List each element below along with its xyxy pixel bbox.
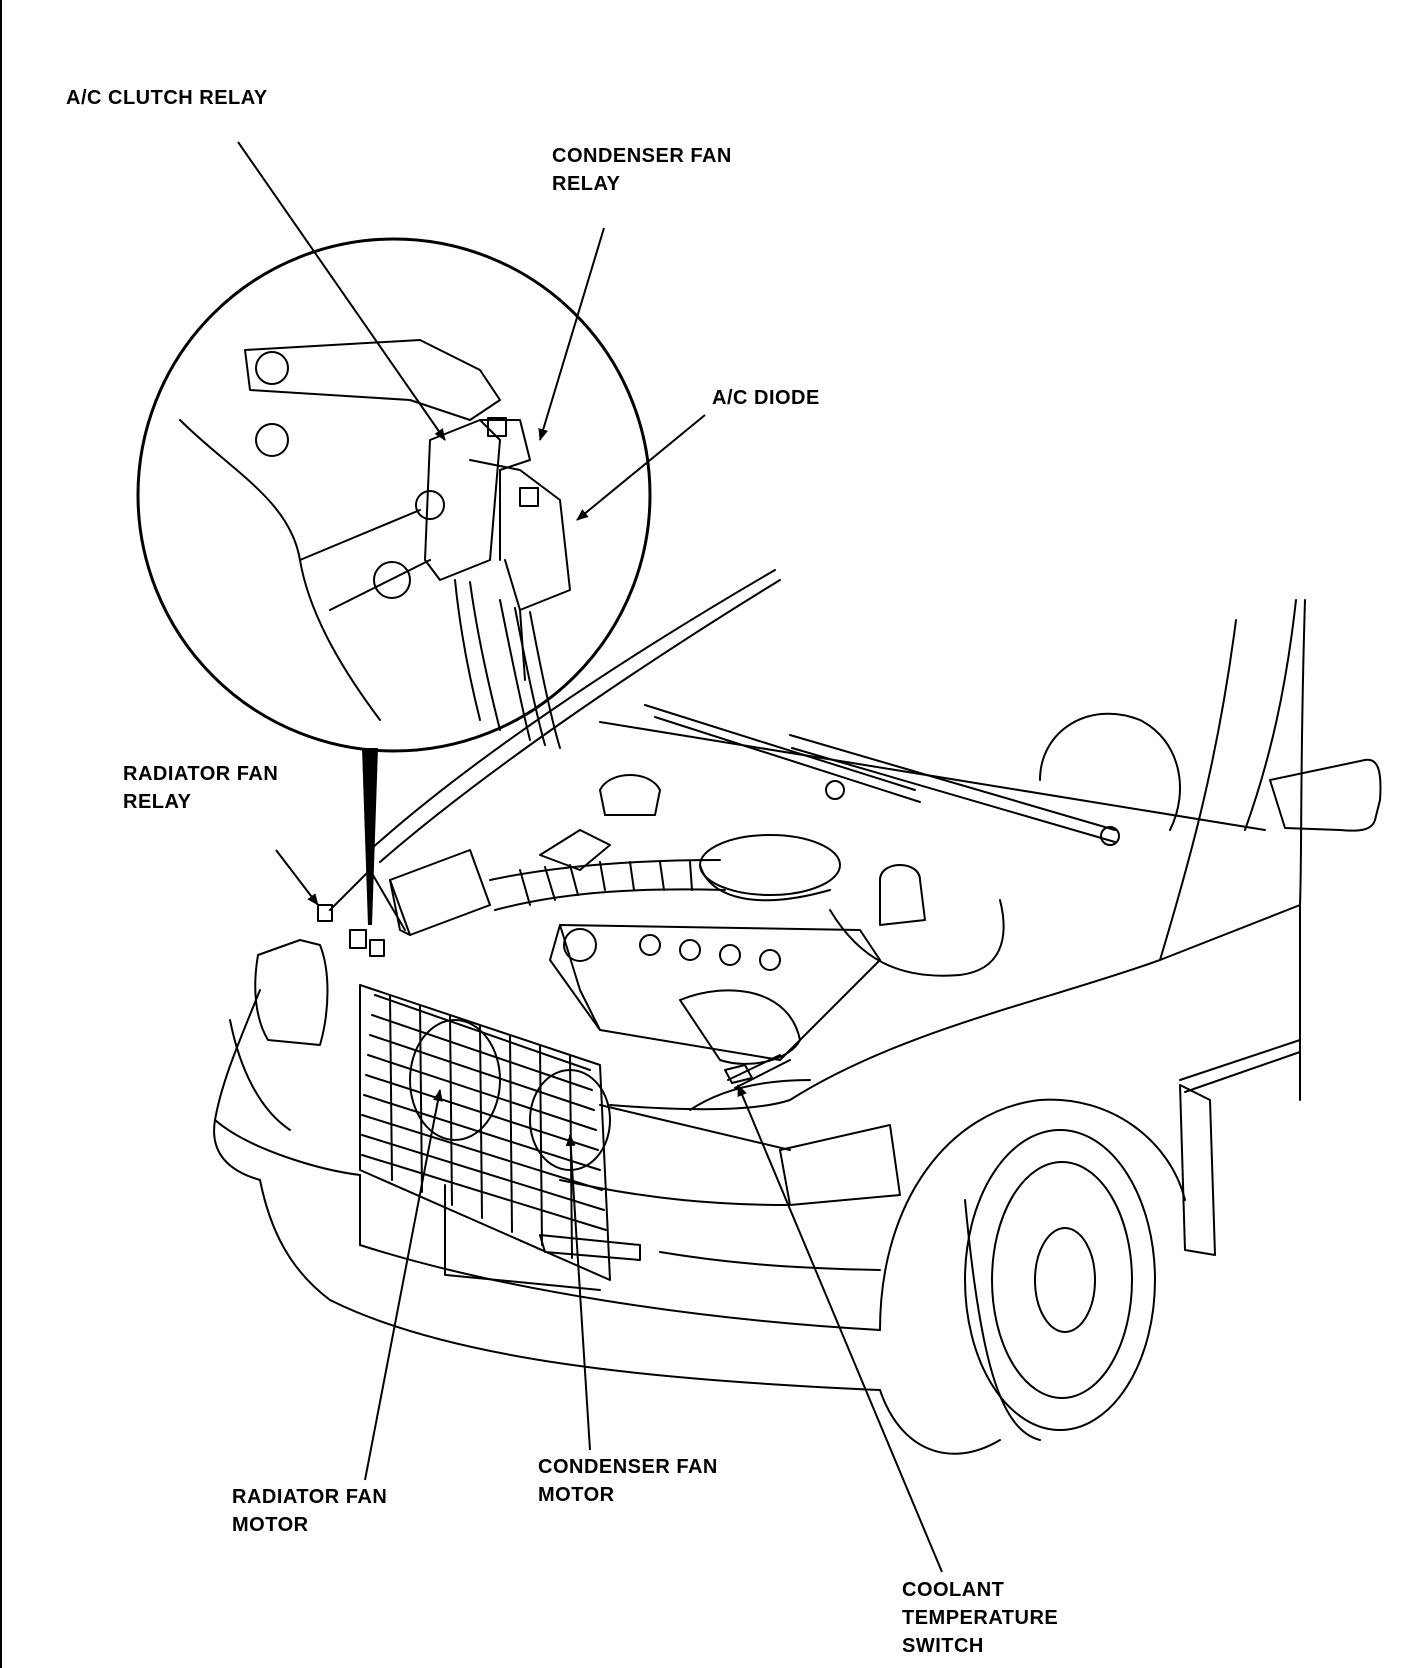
label-ac-clutch-relay: A/C CLUTCH RELAY [66, 84, 268, 112]
engine-bay-components [317, 774, 1005, 1281]
magnifier-stalk [362, 748, 378, 925]
label-line: RELAY [123, 791, 192, 813]
label-condenser-fan-relay: CONDENSER FAN RELAY [552, 142, 732, 198]
page-edge-rule [0, 0, 2, 1668]
label-coolant-temperature-switch: COOLANT TEMPERATURE SWITCH [902, 1576, 1058, 1660]
leader-ac-diode [576, 414, 706, 521]
label-line: A/C DIODE [712, 387, 820, 409]
leader-lines [237, 141, 943, 1573]
label-line: RADIATOR FAN [123, 763, 279, 785]
label-ac-diode: A/C DIODE [712, 384, 820, 412]
leader-radiator-fan-relay [275, 849, 319, 906]
label-line: SWITCH [902, 1635, 984, 1657]
label-line: CONDENSER FAN [538, 1456, 718, 1478]
label-line: A/C CLUTCH RELAY [66, 87, 268, 109]
label-line: RELAY [552, 173, 621, 195]
label-condenser-fan-motor: CONDENSER FAN MOTOR [538, 1453, 718, 1509]
leader-ac-clutch-relay [237, 141, 446, 441]
label-radiator-fan-relay: RADIATOR FAN RELAY [123, 760, 278, 816]
leader-radiator-fan-motor [364, 1089, 443, 1481]
label-line: MOTOR [232, 1514, 309, 1536]
leader-condenser-fan-motor [565, 1134, 591, 1451]
car-body-outline [213, 569, 1382, 1455]
label-line: MOTOR [538, 1484, 615, 1506]
relay-magnifier-detail [136, 237, 652, 753]
label-line: CONDENSER FAN [552, 145, 732, 167]
leader-condenser-fan-relay [538, 227, 605, 441]
label-line: RADIATOR FAN [232, 1486, 388, 1508]
leader-coolant-temperature-switch [737, 1084, 943, 1573]
label-radiator-fan-motor: RADIATOR FAN MOTOR [232, 1483, 387, 1539]
label-line: COOLANT [902, 1579, 1005, 1601]
label-line: TEMPERATURE [902, 1607, 1059, 1629]
